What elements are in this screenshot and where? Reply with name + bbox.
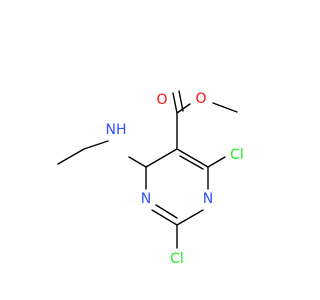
- bond-c4-amine: [128, 156, 147, 168]
- molecule-structure-diagram: O O NH Cl N N Cl: [57, 90, 244, 267]
- atom-label-ester-oxygen: O: [195, 91, 206, 107]
- bond-ethyl-methyl: [57, 148, 85, 165]
- bond-oxygen-carbonyl-carbon: [176, 103, 191, 114]
- atom-label-carbonyl-oxygen: O: [156, 92, 167, 108]
- atom-label-chlorine-right: Cl: [230, 147, 244, 163]
- atom-label-ring-nitrogen-right: N: [203, 191, 213, 207]
- bond-carbonyl-double-1: [172, 92, 178, 114]
- bond-ring-c5-c6-inner: [179, 155, 204, 170]
- bond-c2-n3: [151, 209, 178, 226]
- atom-label-layer: O O NH Cl N N Cl: [106, 91, 244, 267]
- bond-layer: [57, 90, 238, 249]
- bond-c4-c5: [145, 148, 178, 168]
- bond-c6-chlorine: [207, 156, 226, 168]
- atom-label-amine-nh: NH: [106, 122, 127, 138]
- bond-n1-c2: [176, 209, 204, 226]
- bond-methyl-oxygen: [212, 102, 238, 113]
- bond-c2-n3-inner: [155, 204, 178, 219]
- bond-amine-ethyl: [83, 140, 109, 150]
- atom-label-chlorine-bottom: Cl: [170, 251, 184, 267]
- bond-ring-c5-c6: [176, 148, 209, 168]
- atom-label-ring-nitrogen-left: N: [141, 191, 151, 207]
- bond-carbonyl-double-2: [178, 90, 184, 112]
